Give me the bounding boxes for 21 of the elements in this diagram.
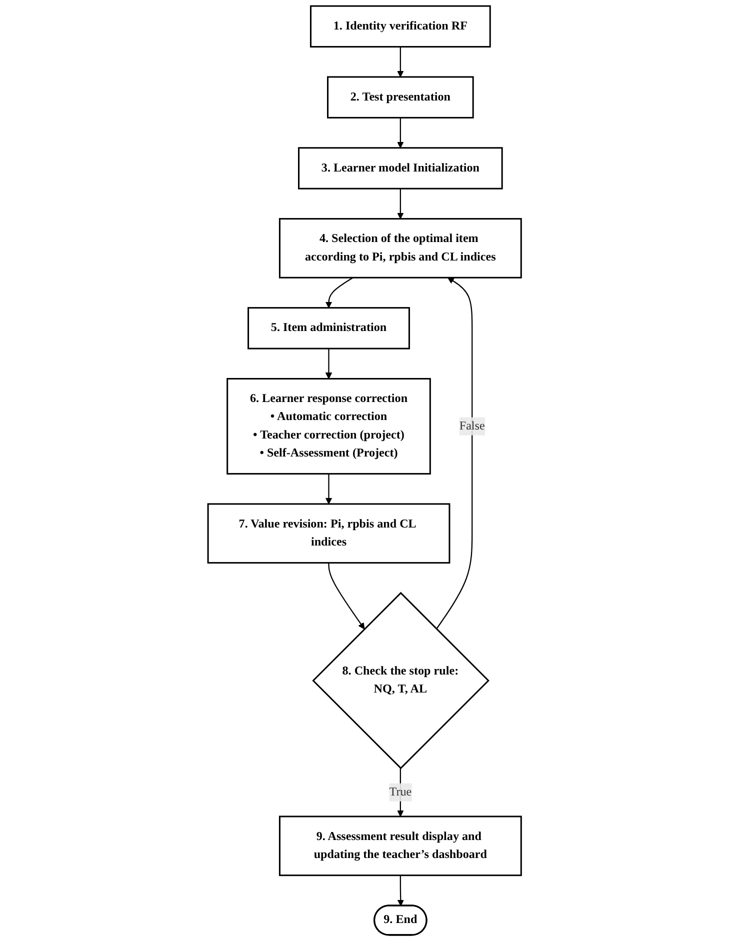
node-diamond: 8. Check the stop rule: NQ, T, AL: [312, 592, 490, 770]
arrow: [397, 46, 404, 78]
arrow: [397, 188, 404, 220]
arrow: [397, 875, 404, 906]
node-box: 2. Test presentation: [326, 76, 474, 118]
node-box: 6. Learner response correction • Automatic correction • Teacher correction (project) • Self-Assessment (Project): [226, 378, 431, 475]
arrow: [328, 562, 365, 630]
node-box: 9. Assessment result display and updating the teacher’s dashboard: [278, 816, 522, 876]
arrow: [325, 348, 332, 380]
arrow: [397, 118, 404, 148]
arrow: [436, 277, 473, 630]
edge-label: True: [389, 786, 412, 798]
node-box: 3. Learner model Initialization: [298, 147, 503, 190]
node-box: 5. Item administration: [247, 307, 410, 350]
arrow: [397, 768, 404, 817]
arrow: [325, 277, 354, 308]
arrow: [325, 474, 332, 504]
edge-label: False: [459, 419, 485, 432]
node-box: 4. Selection of the optimal item according to Pi, rpbis and CL indices: [278, 218, 522, 278]
node-box: 1. Identity verification RF: [310, 5, 491, 48]
node-box: 7. Value revision: Pi, rpbis and CL indices: [207, 503, 450, 564]
